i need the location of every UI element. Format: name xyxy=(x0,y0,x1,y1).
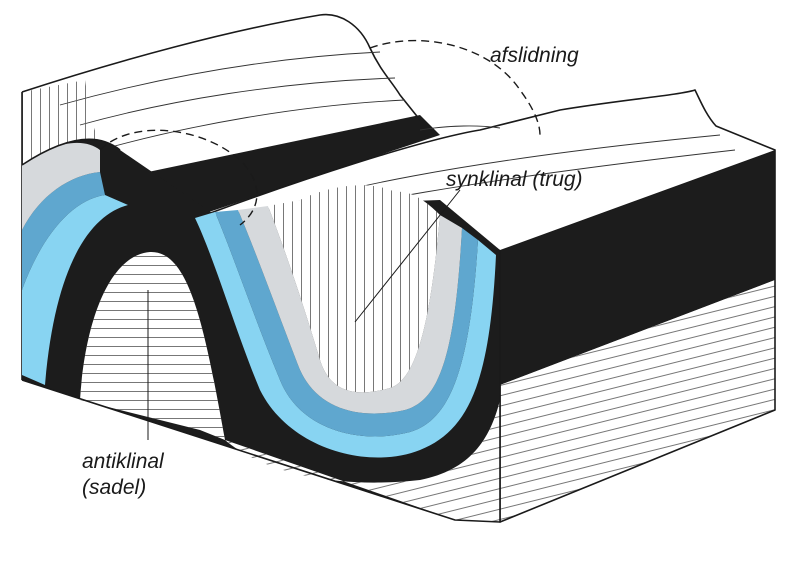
syncline-grey-layer xyxy=(238,206,462,414)
syncline-mid-blue xyxy=(215,210,478,437)
erosion-arc-upper xyxy=(369,39,541,136)
anticline-light-blue-layer xyxy=(22,195,128,385)
erosion-arc-anticline xyxy=(99,129,258,226)
anticline-mid-blue-layer xyxy=(22,172,105,290)
right-side-face xyxy=(499,149,776,523)
right-face-dark-band xyxy=(500,150,775,385)
erosion-label: afslidning xyxy=(490,44,579,67)
eroded-fold-arcs xyxy=(99,39,541,226)
syncline-label: synklinal (trug) xyxy=(446,168,583,191)
labels: afslidning synklinal (trug) antiklinal (… xyxy=(82,44,583,499)
syncline-outer-light-blue xyxy=(195,212,496,458)
anticline-grey-layer xyxy=(22,142,100,230)
syncline-leader xyxy=(354,189,461,323)
leader-lines xyxy=(147,189,461,440)
anticline-label: antiklinal xyxy=(82,450,165,473)
front-face xyxy=(21,138,501,523)
anticline-label-sub: (sadel) xyxy=(82,476,146,499)
